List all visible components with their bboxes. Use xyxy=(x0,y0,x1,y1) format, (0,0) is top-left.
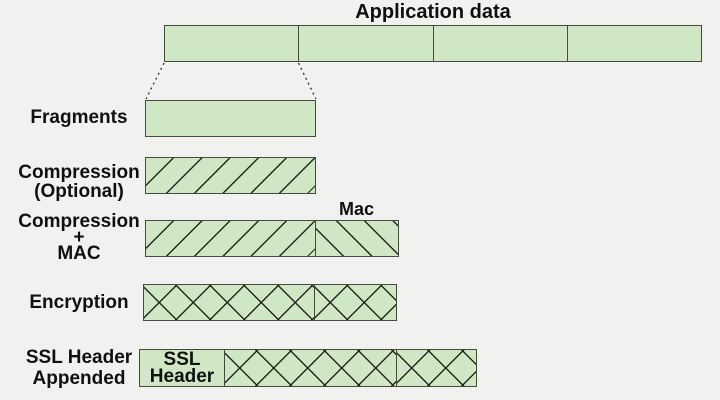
encrypted-data-section xyxy=(144,285,314,320)
label-encryption: Encryption xyxy=(29,292,129,313)
fragment-bar xyxy=(145,100,316,137)
compression-mac-bar xyxy=(145,220,399,257)
label-compression-optional: Compression (Optional) xyxy=(18,162,140,202)
mac-caption: Mac xyxy=(338,199,374,219)
diagram-title: Application data xyxy=(355,1,511,23)
label-compression-mac: Compression + MAC xyxy=(18,211,140,264)
zoom-guide-right-line xyxy=(297,62,317,100)
ssl-header-box: SSL Header xyxy=(140,350,224,386)
encrypted-mac-section xyxy=(314,285,396,320)
application-data-segment xyxy=(566,26,701,61)
application-data-segment xyxy=(298,26,432,61)
ssl-encrypted-data-section xyxy=(224,350,396,386)
label-fragments: Fragments xyxy=(30,107,128,128)
ssl-encrypted-mac-section xyxy=(396,350,476,386)
compressed-fragment-bar xyxy=(145,157,316,194)
label-ssl-header-appended: SSL Header Appended xyxy=(25,347,133,389)
zoom-guide-left-line xyxy=(145,62,165,100)
mac-section xyxy=(315,221,398,256)
ssl-header-box-label: SSL Header xyxy=(149,349,215,387)
application-data-segment xyxy=(165,26,298,61)
compressed-data-section xyxy=(146,221,315,256)
ssl-record-bar: SSL Header xyxy=(139,349,477,387)
application-data-segment xyxy=(432,26,567,61)
encrypted-bar xyxy=(143,284,397,321)
application-data-bar xyxy=(164,25,702,62)
